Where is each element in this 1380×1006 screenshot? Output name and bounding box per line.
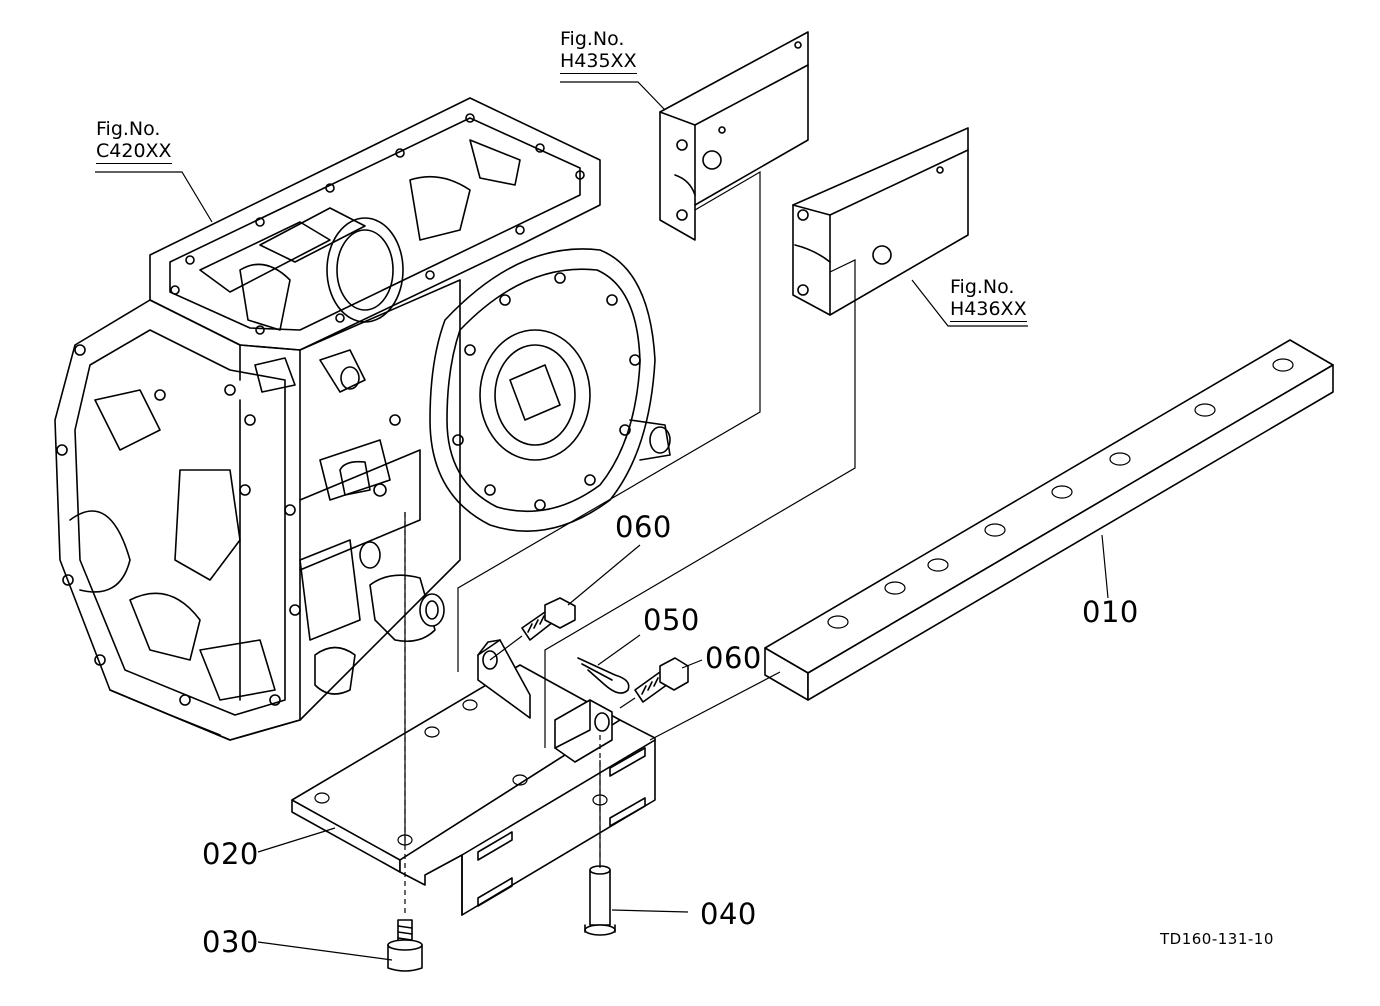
- part-label-020: 020: [202, 837, 259, 871]
- bar-010: [764, 339, 1334, 701]
- bolt-060-upper: [521, 597, 576, 641]
- figure-ref-caption: Fig.No.: [96, 118, 161, 140]
- drawing-code: TD160-131-10: [1160, 930, 1274, 948]
- transmission-case: [54, 97, 671, 741]
- part-label-050: 050: [643, 603, 700, 637]
- assembly-lines: [404, 170, 856, 915]
- figure-ref-number: H435XX: [560, 50, 637, 74]
- figure-ref-h435xx: Fig.No. H435XX: [560, 30, 637, 74]
- r-clip-050: [577, 657, 630, 694]
- figure-ref-caption: Fig.No.: [950, 276, 1015, 298]
- part-label-030: 030: [202, 925, 259, 959]
- part-label-060-lower: 060: [705, 641, 762, 675]
- figure-ref-h436xx: Fig.No. H436XX: [950, 278, 1027, 322]
- part-label-040: 040: [700, 897, 757, 931]
- plate-h436xx: [792, 127, 969, 316]
- figure-ref-number: C420XX: [96, 140, 172, 164]
- leader-lines: [95, 81, 1109, 961]
- bolt-060-lower: [634, 657, 689, 703]
- part-label-060-upper: 060: [615, 510, 672, 544]
- figure-ref-caption: Fig.No.: [560, 28, 625, 50]
- part-label-010: 010: [1082, 595, 1139, 629]
- plate-h435xx: [659, 31, 809, 241]
- bracket-020: [291, 639, 656, 916]
- figure-ref-c420xx: Fig.No. C420XX: [96, 120, 172, 164]
- figure-ref-number: H436XX: [950, 298, 1027, 322]
- pin-040: [584, 865, 616, 936]
- bolt-030: [387, 919, 423, 972]
